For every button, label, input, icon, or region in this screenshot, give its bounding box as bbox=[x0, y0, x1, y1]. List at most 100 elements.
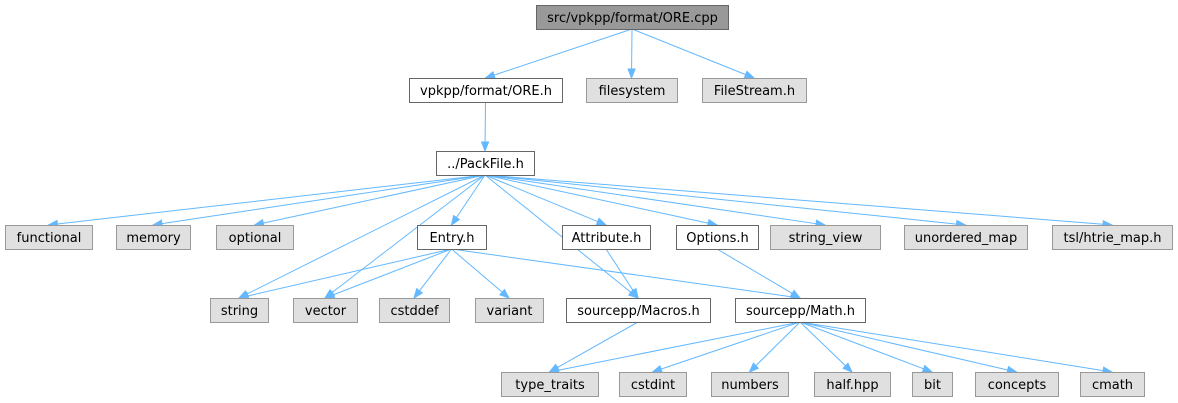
node-label: string_view bbox=[789, 231, 863, 246]
node-ore-h[interactable]: vpkpp/format/ORE.h bbox=[409, 78, 563, 103]
node-label: Attribute.h bbox=[572, 231, 642, 246]
node-label: half.hpp bbox=[826, 378, 878, 393]
edge-entry-to-variant bbox=[451, 248, 511, 299]
edge-line bbox=[161, 174, 486, 225]
node-entry[interactable]: Entry.h bbox=[417, 225, 487, 250]
arrowhead bbox=[480, 141, 490, 153]
node-type-traits: type_traits bbox=[501, 372, 599, 397]
edge-line bbox=[755, 321, 801, 367]
node-box bbox=[904, 225, 1028, 250]
node-box bbox=[562, 225, 651, 250]
edge-ore_cpp-to-filestream bbox=[631, 28, 756, 79]
edge-line bbox=[484, 174, 709, 224]
node-label: cmath bbox=[1092, 378, 1133, 393]
edge-ore_h-to-packfile bbox=[480, 101, 490, 153]
node-half: half.hpp bbox=[814, 372, 891, 397]
edge-line bbox=[451, 248, 503, 293]
node-ore-cpp: src/vpkpp/format/ORE.cpp bbox=[536, 5, 729, 30]
node-packfile[interactable]: ../PackFile.h bbox=[436, 151, 535, 176]
node-optional: optional bbox=[216, 225, 294, 250]
edge-math-to-half bbox=[799, 321, 853, 373]
node-label: functional bbox=[17, 231, 82, 246]
edge-line bbox=[605, 248, 634, 291]
node-label: Entry.h bbox=[429, 231, 474, 246]
edge-packfile-to-functional bbox=[47, 174, 486, 229]
edge-math-to-bit bbox=[799, 321, 934, 373]
edge-line bbox=[716, 248, 793, 294]
node-label: sourcepp/Math.h bbox=[746, 304, 855, 319]
node-box bbox=[912, 372, 953, 397]
edge-line bbox=[493, 28, 633, 76]
node-box bbox=[436, 151, 535, 176]
node-attribute[interactable]: Attribute.h bbox=[562, 225, 651, 250]
arrowhead bbox=[484, 70, 496, 79]
edge-packfile-to-options bbox=[484, 174, 719, 228]
node-label: variant bbox=[487, 304, 533, 319]
node-box bbox=[735, 298, 866, 323]
node-string: string bbox=[210, 298, 269, 323]
node-label: concepts bbox=[988, 378, 1047, 393]
arrowhead bbox=[595, 217, 608, 226]
node-math[interactable]: sourcepp/Math.h bbox=[735, 298, 866, 323]
edge-line bbox=[57, 174, 486, 225]
node-filesystem: filesystem bbox=[586, 78, 678, 103]
node-label: src/vpkpp/format/ORE.cpp bbox=[547, 11, 718, 26]
edge-line bbox=[484, 174, 1104, 225]
arrowhead bbox=[921, 364, 934, 373]
node-macros[interactable]: sourcepp/Macros.h bbox=[566, 298, 711, 323]
node-box bbox=[814, 372, 891, 397]
nodes-layer: src/vpkpp/format/ORE.cpp vpkpp/format/ORE… bbox=[5, 5, 1173, 397]
node-cstdint: cstdint bbox=[619, 372, 687, 397]
node-label: cstddef bbox=[390, 304, 439, 319]
edge-line bbox=[799, 321, 846, 367]
edge-packfile-to-string_view bbox=[484, 174, 827, 228]
node-box bbox=[566, 298, 711, 323]
node-label: unordered_map bbox=[915, 231, 1018, 246]
arrowhead bbox=[450, 214, 461, 227]
node-box bbox=[536, 5, 729, 30]
node-label: optional bbox=[229, 231, 282, 246]
node-options[interactable]: Options.h bbox=[676, 225, 759, 250]
edge-macros-to-type_traits bbox=[548, 321, 639, 373]
edge-options-to-math bbox=[716, 248, 802, 299]
node-string-view: string_view bbox=[770, 225, 881, 250]
edge-line bbox=[419, 248, 452, 292]
node-box bbox=[1080, 372, 1145, 397]
edge-line bbox=[631, 28, 746, 76]
node-box bbox=[676, 225, 759, 250]
arrowhead bbox=[743, 70, 756, 79]
node-cstddef: cstddef bbox=[379, 298, 450, 323]
node-label: numbers bbox=[721, 378, 779, 393]
node-box bbox=[417, 225, 487, 250]
edge-line bbox=[247, 248, 452, 297]
node-label: type_traits bbox=[515, 378, 585, 393]
node-label: filesystem bbox=[599, 84, 666, 99]
edge-line bbox=[799, 321, 1008, 371]
node-box bbox=[116, 225, 191, 250]
edge-packfile-to-memory bbox=[151, 174, 486, 228]
node-box bbox=[216, 225, 294, 250]
node-label: bit bbox=[924, 378, 941, 393]
edge-packfile-to-unordered_map bbox=[484, 174, 967, 229]
node-functional: functional bbox=[5, 225, 93, 250]
node-box bbox=[770, 225, 881, 250]
node-concepts: concepts bbox=[975, 372, 1059, 397]
node-label: FileStream.h bbox=[714, 84, 795, 99]
node-label: vpkpp/format/ORE.h bbox=[420, 84, 552, 99]
edge-math-to-numbers bbox=[748, 321, 801, 373]
edge-packfile-to-optional bbox=[253, 174, 486, 228]
arrowhead bbox=[748, 362, 760, 373]
edges-layer bbox=[47, 28, 1114, 375]
edge-line bbox=[660, 321, 801, 370]
node-box bbox=[475, 298, 544, 323]
node-htrie: tsl/htrie_map.h bbox=[1052, 225, 1173, 250]
node-bit: bit bbox=[912, 372, 953, 397]
edge-line bbox=[333, 248, 452, 296]
edge-line bbox=[557, 321, 639, 369]
node-box bbox=[5, 225, 93, 250]
edge-line bbox=[484, 174, 632, 293]
arrowhead bbox=[651, 364, 663, 373]
node-label: sourcepp/Macros.h bbox=[577, 304, 700, 319]
edge-line bbox=[484, 174, 957, 225]
